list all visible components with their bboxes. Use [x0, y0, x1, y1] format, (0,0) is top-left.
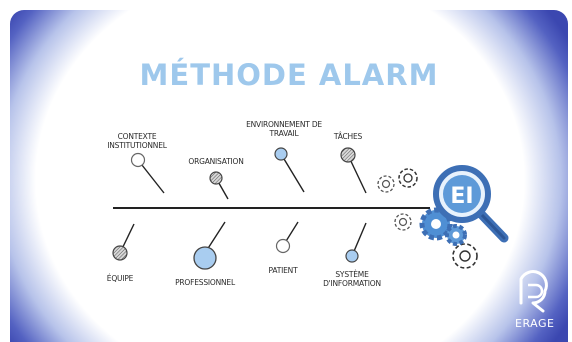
- node-systeme: [345, 249, 359, 263]
- label-contexte: CONTEXTE INSTITUTIONNEL: [107, 132, 167, 150]
- node-equipe: [112, 245, 128, 261]
- gear-icon: [394, 213, 412, 231]
- ei-badge: EI: [450, 184, 473, 209]
- bone-environnement: [280, 153, 305, 193]
- label-equipe: ÉQUIPE: [106, 274, 134, 283]
- label-professionnel: PROFESSIONNEL: [175, 278, 235, 287]
- gear-icon: [377, 175, 395, 193]
- node-environnement: [274, 147, 288, 161]
- magnifier-icon: [433, 165, 509, 243]
- page-title: MÉTHODE ALARM: [139, 58, 439, 92]
- node-organisation: [209, 171, 223, 185]
- node-taches: [340, 147, 356, 163]
- label-patient: PATIENT: [268, 266, 298, 275]
- node-contexte: [130, 152, 146, 168]
- label-taches: TÂCHES: [333, 132, 363, 141]
- gear-icon: [445, 224, 467, 246]
- erage-logo-icon: [519, 270, 548, 313]
- gear-icon: [452, 243, 478, 269]
- fishbone-diagram: EI: [112, 147, 548, 313]
- label-organisation: ORGANISATION: [188, 157, 244, 166]
- node-patient: [275, 238, 291, 254]
- node-professionnel: [193, 246, 217, 270]
- brand-name: ERAGE: [515, 317, 555, 330]
- gear-icon: [419, 207, 453, 241]
- label-systeme: SYSTÈME D'INFORMATION: [323, 270, 381, 288]
- gear-icon: [398, 168, 418, 188]
- diagram-card: EI MÉTHODE ALARM CONTEXTE INSTITUTIONNEL…: [10, 10, 568, 342]
- label-environnement: ENVIRONNEMENT DE TRAVAIL: [246, 120, 322, 138]
